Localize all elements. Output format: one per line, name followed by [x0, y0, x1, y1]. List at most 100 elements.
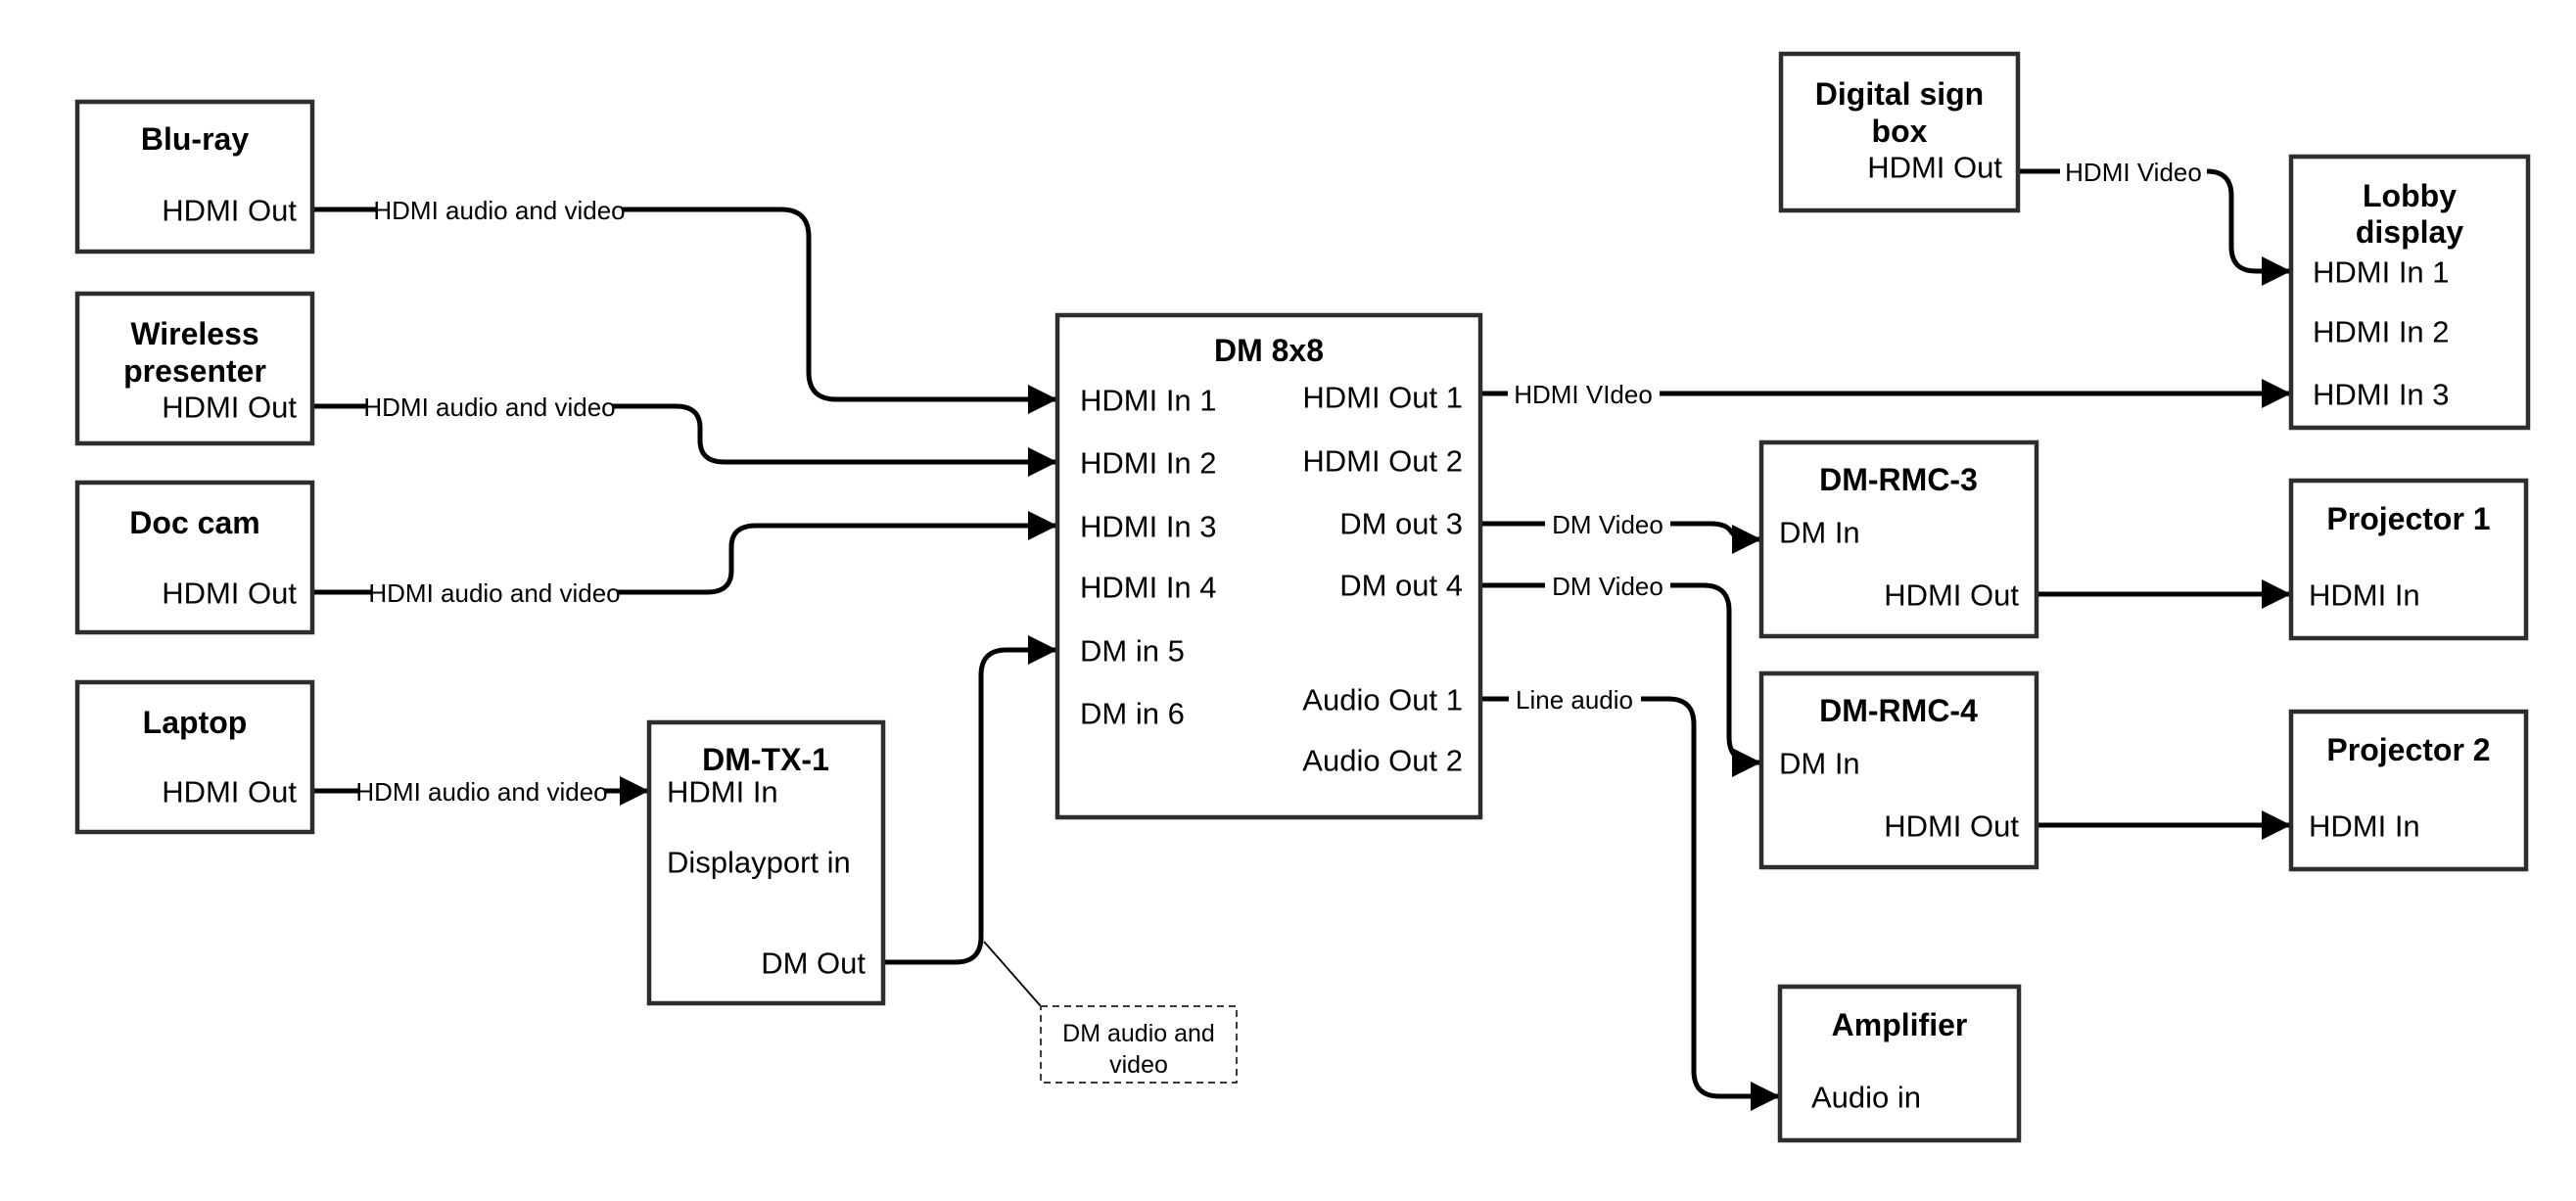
node-dm-8x8-port-hdmi-in-1: HDMI In 1 — [1080, 384, 1217, 418]
node-doc-cam-box — [74, 480, 315, 635]
node-bluray-port-hdmi-out: HDMI Out — [162, 194, 297, 228]
node-dm-8x8-port-hdmi-out-2: HDMI Out 2 — [1302, 444, 1463, 479]
node-amplifier-title: Amplifier — [1832, 1007, 1968, 1042]
node-wireless-presenter-port-hdmi-out: HDMI Out — [162, 391, 297, 425]
edge-label-bg — [367, 390, 612, 423]
node-dm-rmc-4-box — [1758, 670, 2039, 870]
edge-label-dm-video-4: DM Video — [1552, 572, 1663, 601]
edge-label-bg — [1508, 377, 1660, 410]
node-digital-sign-box-port-hdmi-out: HDMI Out — [1867, 151, 2002, 185]
node-lobby-display-port-hdmi-in-1: HDMI In 1 — [2313, 255, 2450, 290]
node-lobby-display-title-line1: Lobby — [2363, 178, 2457, 213]
node-lobby-display-title-line2: display — [2356, 214, 2463, 250]
node-dm-rmc-4-title: DM-RMC-4 — [1819, 693, 1978, 728]
node-projector-1-port-hdmi-in: HDMI In — [2309, 578, 2420, 613]
node-dm-8x8-port-audio-out-2: Audio Out 2 — [1302, 744, 1463, 778]
node-amplifier-box — [1777, 984, 2022, 1143]
node-dm-rmc-3: DM-RMC-3 DM In HDMI Out — [1758, 439, 2039, 639]
node-dm-tx-1-title: DM-TX-1 — [702, 742, 829, 777]
node-dm-8x8-port-audio-out-1: Audio Out 1 — [1302, 683, 1463, 717]
node-dm-rmc-3-port-hdmi-out: HDMI Out — [1884, 578, 2019, 613]
edge-label-bluray: HDMI audio and video — [373, 196, 625, 225]
callout-leader-line — [983, 941, 1042, 1007]
node-dm-8x8-title: DM 8x8 — [1214, 333, 1324, 368]
node-dm-8x8-box — [1054, 312, 1483, 820]
node-laptop-box — [74, 679, 315, 835]
node-projector-1: Projector 1 HDMI In — [2288, 478, 2529, 641]
node-dm-8x8: DM 8x8 HDMI In 1 HDMI In 2 HDMI In 3 HDM… — [1054, 312, 1483, 820]
node-dm-tx-1-port-hdmi-in: HDMI In — [667, 775, 778, 809]
node-dm-8x8-port-hdmi-out-1: HDMI Out 1 — [1302, 381, 1463, 415]
node-digital-sign-box-box — [1778, 51, 2021, 213]
node-dm-rmc-3-port-dm-in: DM In — [1779, 516, 1860, 550]
edge-label-bg — [359, 774, 604, 808]
node-dm-rmc-3-box — [1758, 439, 2039, 639]
edge-bluray-to-dm8x8 — [312, 207, 1057, 414]
edge-labels-layer: HDMI audio and video HDMI audio and vide… — [355, 155, 2207, 808]
node-bluray: Blu-ray HDMI Out — [74, 99, 315, 254]
node-laptop-port-hdmi-out: HDMI Out — [162, 775, 297, 809]
edge-label-ds-hdmi-video: HDMI Video — [2065, 158, 2202, 187]
node-wireless-presenter: Wireless presenter HDMI Out — [74, 291, 315, 446]
node-projector-1-box — [2288, 478, 2529, 641]
node-bluray-box — [74, 99, 315, 254]
node-digital-sign-box-title-line2: box — [1872, 114, 1928, 149]
node-dm-tx-1-box — [646, 719, 886, 1006]
node-dm-8x8-port-dm-in-6: DM in 6 — [1080, 697, 1185, 731]
callout-text-line1: DM audio and — [1062, 1020, 1215, 1047]
edge-dmtx1-to-dm8x8 — [883, 635, 1057, 965]
edge-wireless-to-dm8x8 — [312, 403, 1057, 477]
node-dm-tx-1: DM-TX-1 HDMI In Displayport in DM Out — [646, 719, 886, 1006]
edge-label-doccam: HDMI audio and video — [368, 578, 620, 608]
edge-label-bg — [1509, 682, 1641, 716]
node-digital-sign-box: Digital sign box HDMI Out — [1778, 51, 2021, 213]
edge-digitalsign-to-lobby — [2017, 168, 2291, 286]
edge-label-line-audio: Line audio — [1516, 685, 1633, 715]
node-laptop-title: Laptop — [143, 705, 248, 740]
node-projector-1-title: Projector 1 — [2326, 501, 2490, 536]
callout-text-line2: video — [1109, 1051, 1168, 1079]
node-dm-8x8-port-dm-out-4: DM out 4 — [1339, 569, 1463, 603]
node-dm-8x8-port-hdmi-in-4: HDMI In 4 — [1080, 571, 1217, 605]
edge-label-bg — [1545, 507, 1670, 540]
node-dm-rmc-3-title: DM-RMC-3 — [1819, 462, 1978, 497]
node-projector-2-title: Projector 2 — [2326, 732, 2490, 767]
node-dm-tx-1-port-dm-out: DM Out — [761, 947, 866, 981]
node-dm-rmc-4: DM-RMC-4 DM In HDMI Out — [1758, 670, 2039, 870]
edge-label-laptop: HDMI audio and video — [355, 777, 607, 807]
callout-box — [1040, 1005, 1238, 1084]
node-wireless-presenter-box — [74, 291, 315, 446]
node-digital-sign-box-title-line1: Digital sign — [1815, 76, 1984, 112]
node-bluray-title: Blu-ray — [141, 121, 249, 157]
node-doc-cam-port-hdmi-out: HDMI Out — [162, 577, 297, 611]
node-dm-8x8-port-hdmi-in-2: HDMI In 2 — [1080, 446, 1217, 481]
node-wireless-presenter-title-line2: presenter — [123, 353, 266, 389]
node-dm-8x8-port-hdmi-in-3: HDMI In 3 — [1080, 510, 1217, 544]
edge-dm8x8-to-rmc4 — [1480, 582, 1761, 777]
node-doc-cam-title: Doc cam — [129, 505, 259, 540]
node-projector-2-box — [2288, 709, 2529, 872]
node-amplifier-port-audio-in: Audio in — [1811, 1081, 1921, 1115]
node-amplifier: Amplifier Audio in — [1777, 984, 2022, 1143]
edge-dm8x8-to-amplifier — [1480, 696, 1780, 1111]
edge-label-dm-video-3: DM Video — [1552, 510, 1663, 539]
edge-label-wireless: HDMI audio and video — [363, 393, 615, 422]
node-lobby-display-port-hdmi-in-2: HDMI In 2 — [2313, 315, 2450, 349]
edge-dm8x8-to-rmc3 — [1480, 521, 1761, 554]
node-lobby-display: Lobby display HDMI In 1 HDMI In 2 HDMI I… — [2288, 154, 2531, 431]
edge-label-bg — [2060, 155, 2207, 188]
edge-label-bg — [1545, 569, 1670, 602]
node-dm-8x8-port-dm-out-3: DM out 3 — [1339, 507, 1463, 541]
node-wireless-presenter-title-line1: Wireless — [130, 316, 258, 351]
edge-label-bg — [377, 193, 622, 226]
nodes-layer: Blu-ray HDMI Out Wireless presenter HDMI… — [74, 51, 2531, 1143]
node-doc-cam: Doc cam HDMI Out — [74, 480, 315, 635]
node-dm-8x8-port-dm-in-5: DM in 5 — [1080, 634, 1185, 669]
node-projector-2-port-hdmi-in: HDMI In — [2309, 809, 2420, 844]
node-laptop: Laptop HDMI Out — [74, 679, 315, 835]
edge-label-bg — [372, 576, 617, 609]
node-projector-2: Projector 2 HDMI In — [2288, 709, 2529, 872]
node-lobby-display-port-hdmi-in-3: HDMI In 3 — [2313, 378, 2450, 412]
edge-label-hdmi-video-long: HDMI VIdeo — [1514, 380, 1653, 409]
